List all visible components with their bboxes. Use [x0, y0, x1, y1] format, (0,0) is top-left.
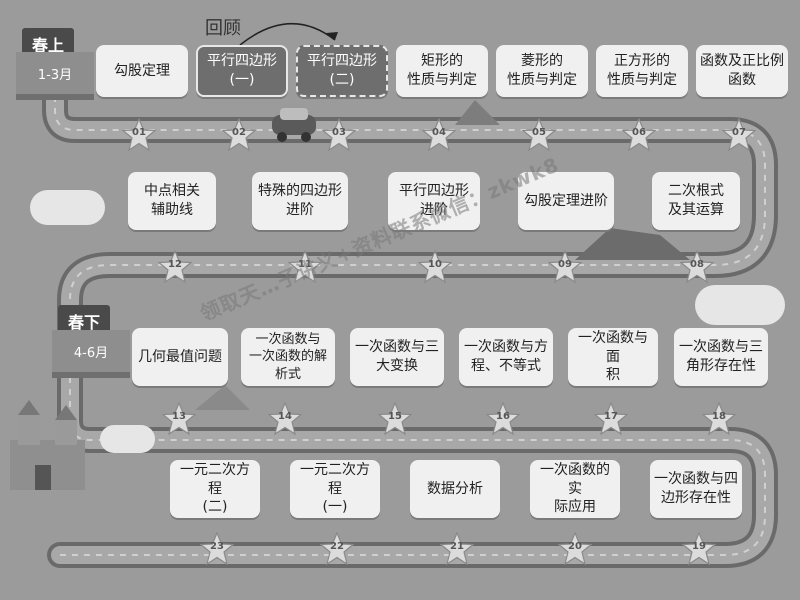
lesson-card-01[interactable]: 勾股定理	[96, 45, 188, 97]
handwritten-note: 回顾	[205, 18, 241, 39]
lesson-number: 05	[532, 127, 546, 138]
lesson-number: 21	[450, 541, 464, 552]
lesson-number-star-04: 04	[422, 118, 456, 152]
cloud-icon	[100, 425, 155, 453]
lesson-number: 19	[692, 541, 706, 552]
lesson-number: 13	[172, 411, 186, 422]
lesson-card-21[interactable]: 数据分析	[410, 460, 500, 518]
lesson-card-15[interactable]: 一次函数与三 大变换	[350, 328, 444, 386]
lesson-card-11[interactable]: 特殊的四边形 进阶	[252, 172, 348, 230]
lesson-number-star-21: 21	[440, 532, 474, 566]
car-icon	[272, 115, 316, 135]
lesson-card-10[interactable]: 平行四边形 进阶	[388, 172, 480, 230]
cloud-icon	[695, 285, 785, 325]
lesson-card-13[interactable]: 几何最值问题	[132, 328, 228, 386]
lesson-number-star-20: 20	[558, 532, 592, 566]
term-spring-1-range: 1-3月	[16, 52, 94, 100]
lesson-number: 10	[428, 259, 442, 270]
lesson-number: 02	[232, 127, 246, 138]
review-arrow	[239, 22, 336, 46]
lesson-number: 01	[132, 127, 146, 138]
lesson-card-14[interactable]: 一次函数与 一次函数的解 析式	[241, 328, 335, 386]
lesson-card-03[interactable]: 平行四边形 (二)	[296, 45, 388, 97]
lesson-number: 04	[432, 127, 446, 138]
lesson-number-star-01: 01	[122, 118, 156, 152]
lesson-number: 16	[496, 411, 510, 422]
lesson-number: 08	[690, 259, 704, 270]
lesson-card-16[interactable]: 一次函数与方 程、不等式	[459, 328, 553, 386]
lesson-number-star-15: 15	[378, 402, 412, 436]
lesson-number: 20	[568, 541, 582, 552]
lesson-card-20[interactable]: 一次函数的实 际应用	[530, 460, 620, 518]
lesson-number: 09	[558, 259, 572, 270]
lesson-number: 22	[330, 541, 344, 552]
lesson-number-star-03: 03	[322, 118, 356, 152]
lesson-card-23[interactable]: 一元二次方程 (二)	[170, 460, 260, 518]
lesson-card-09[interactable]: 勾股定理进阶	[518, 172, 614, 230]
term-spring-2-range: 4-6月	[52, 330, 130, 378]
lesson-number: 14	[278, 411, 292, 422]
lesson-number: 06	[632, 127, 646, 138]
castle-icon	[10, 400, 85, 490]
cloud-icon	[30, 190, 105, 225]
lesson-number-star-06: 06	[622, 118, 656, 152]
lesson-number: 17	[604, 411, 618, 422]
lesson-card-07[interactable]: 函数及正比例 函数	[696, 45, 788, 97]
lesson-number: 15	[388, 411, 402, 422]
lesson-number-star-14: 14	[268, 402, 302, 436]
lesson-number-star-07: 07	[722, 118, 756, 152]
lesson-card-02[interactable]: 平行四边形 (一)	[196, 45, 288, 97]
lesson-number: 11	[298, 259, 312, 270]
lesson-number-star-11: 11	[288, 250, 322, 284]
lesson-number-star-19: 19	[682, 532, 716, 566]
lesson-number-star-18: 18	[702, 402, 736, 436]
lesson-card-04[interactable]: 矩形的 性质与判定	[396, 45, 488, 97]
lesson-card-22[interactable]: 一元二次方程 (一)	[290, 460, 380, 518]
lesson-number: 23	[210, 541, 224, 552]
lesson-card-19[interactable]: 一次函数与四 边形存在性	[650, 460, 742, 518]
lesson-card-17[interactable]: 一次函数与面 积	[568, 328, 658, 386]
lesson-number-star-05: 05	[522, 118, 556, 152]
lesson-number: 07	[732, 127, 746, 138]
lesson-number: 12	[168, 259, 182, 270]
lesson-number-star-22: 22	[320, 532, 354, 566]
lesson-number-star-13: 13	[162, 402, 196, 436]
lesson-number-star-16: 16	[486, 402, 520, 436]
lesson-number-star-23: 23	[200, 532, 234, 566]
lesson-number-star-02: 02	[222, 118, 256, 152]
lesson-card-12[interactable]: 中点相关 辅助线	[128, 172, 216, 230]
lesson-number-star-17: 17	[594, 402, 628, 436]
lesson-number: 03	[332, 127, 346, 138]
lesson-card-05[interactable]: 菱形的 性质与判定	[496, 45, 588, 97]
lesson-number-star-12: 12	[158, 250, 192, 284]
lesson-number-star-09: 09	[548, 250, 582, 284]
lesson-card-18[interactable]: 一次函数与三 角形存在性	[674, 328, 768, 386]
lesson-card-06[interactable]: 正方形的 性质与判定	[596, 45, 688, 97]
lesson-number: 18	[712, 411, 726, 422]
lesson-number-star-08: 08	[680, 250, 714, 284]
lesson-card-08[interactable]: 二次根式 及其运算	[652, 172, 740, 230]
lesson-number-star-10: 10	[418, 250, 452, 284]
